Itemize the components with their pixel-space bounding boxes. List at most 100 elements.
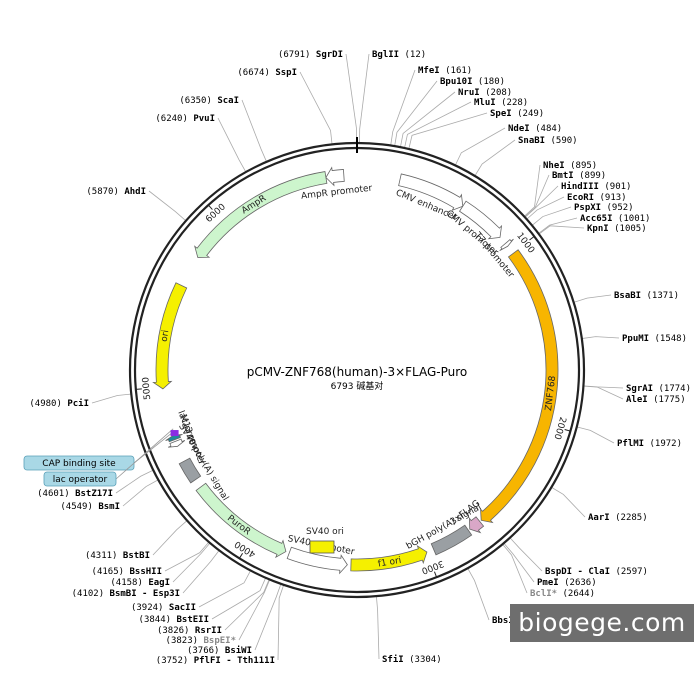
site-leader-line <box>467 568 490 621</box>
site-position: (3924) <box>131 603 169 613</box>
site-position: (6350) <box>179 96 217 106</box>
site-position: (3766) <box>187 646 225 656</box>
site-position: (3304) <box>404 655 442 665</box>
site-position: (1972) <box>644 439 682 449</box>
tick-mark <box>238 552 244 559</box>
site-name: AleI <box>626 395 648 405</box>
site-name: BssHII <box>129 567 162 577</box>
site-name: BsmBI - Esp3I <box>110 589 180 599</box>
site-leader-line <box>115 469 154 494</box>
site-position: (2644) <box>557 589 595 599</box>
site-name: EcoRI <box>567 193 594 203</box>
restriction-site-aari: AarI (2285) <box>588 513 648 523</box>
site-leader-line <box>182 550 220 594</box>
site-leader-line <box>224 579 270 631</box>
site-name: BstBI <box>123 551 150 561</box>
site-leader-lines <box>91 53 624 661</box>
site-position: (3752) <box>156 656 194 666</box>
lac-operator-label: lac operator <box>53 475 108 485</box>
site-leader-line <box>172 542 211 583</box>
restriction-site-bsmi: (4549) BsmI <box>60 502 120 512</box>
site-name: BbsI <box>492 616 514 626</box>
site-position: (899) <box>574 171 607 181</box>
site-position: (4601) <box>37 489 75 499</box>
site-position: (4165) <box>92 567 130 577</box>
ori-label: ori <box>160 329 172 342</box>
watermark: biogege.com <box>510 604 694 642</box>
f1-ori-feature <box>350 544 428 572</box>
site-leader-line <box>576 426 615 444</box>
site-position: (1005) <box>609 224 647 234</box>
site-leader-line <box>526 196 565 220</box>
site-leader-line <box>583 385 624 400</box>
site-name: SacII <box>169 603 196 613</box>
tick-mark <box>564 429 571 432</box>
site-name: MluI <box>474 98 496 108</box>
restriction-site-pflmi: PflMI (1972) <box>617 439 682 449</box>
site-position: (1775) <box>648 395 686 405</box>
site-leader-line <box>400 91 456 148</box>
site-position: (1001) <box>613 214 651 224</box>
plasmid-title: pCMV-ZNF768(human)-3×FLAG-Puro <box>247 365 468 379</box>
site-position: (208) <box>480 88 513 98</box>
site-position: (161) <box>440 66 473 76</box>
site-name: SgrAI <box>626 384 653 394</box>
site-leader-line <box>531 206 572 226</box>
tick-mark <box>433 571 438 578</box>
site-leader-line <box>217 117 247 173</box>
site-leader-line <box>122 479 159 507</box>
tick-mark <box>208 204 213 210</box>
site-position: (4549) <box>60 502 98 512</box>
site-name: PflFI - Tth111I <box>194 656 275 666</box>
site-leader-line <box>375 596 380 660</box>
flag-feature <box>468 516 485 534</box>
site-position: (2597) <box>610 567 648 577</box>
restriction-site-bspdi-clai: BspDI - ClaI (2597) <box>545 567 648 577</box>
restriction-site-ecori: EcoRI (913) <box>567 193 627 203</box>
restriction-site-sacii: (3924) SacII <box>131 603 196 613</box>
site-leader-line <box>509 537 543 572</box>
site-name: BstZ17I <box>75 489 113 499</box>
plasmid-size: 6793 碱基对 <box>331 380 384 392</box>
restriction-site-mfei: MfeI (161) <box>418 66 472 76</box>
site-leader-line <box>394 80 438 147</box>
site-position: (4311) <box>85 551 123 561</box>
restriction-site-bsshii: (4165) BssHII <box>92 567 162 577</box>
site-leader-line <box>241 99 267 162</box>
lac-promoter-feature <box>168 438 186 448</box>
site-position: (2285) <box>610 513 648 523</box>
restriction-site-bcli-: BclI* (2644) <box>530 589 595 599</box>
site-leader-line <box>502 543 528 594</box>
restriction-site-bsmbi-esp3i: (4102) BsmBI - Esp3I <box>72 589 180 599</box>
restriction-site-bpu10i: Bpu10I (180) <box>440 77 505 87</box>
site-name: NdeI <box>508 124 530 134</box>
site-leader-line <box>238 579 271 641</box>
restriction-site-sspi: (6674) SspI <box>237 68 297 78</box>
site-leader-line <box>474 139 516 177</box>
restriction-site-alei: AleI (1775) <box>626 395 686 405</box>
restriction-site-ndei: NdeI (484) <box>508 124 562 134</box>
site-position: (1774) <box>653 384 691 394</box>
restriction-site-sgrai: SgrAI (1774) <box>626 384 691 394</box>
sv40-ori-box <box>309 540 335 554</box>
restriction-site-scai: (6350) ScaI <box>179 96 239 106</box>
site-name: BsiWI <box>225 645 252 656</box>
site-position: (1548) <box>649 334 687 344</box>
restriction-site-kpni: KpnI (1005) <box>587 224 647 234</box>
restriction-site-sfii: SfiI (3304) <box>382 654 442 665</box>
site-position: (180) <box>473 77 506 87</box>
site-leader-line <box>148 190 187 222</box>
bgh-polya-feature <box>430 524 473 556</box>
site-name: SgrDI <box>316 50 343 60</box>
site-position: (5870) <box>86 187 124 197</box>
site-leader-line <box>254 583 282 651</box>
site-position: (1371) <box>641 291 679 301</box>
restriction-site-nhei: NheI (895) <box>543 161 597 171</box>
site-name: PmeI <box>537 578 559 588</box>
site-name: Bpu10I <box>440 77 473 87</box>
site-leader-line <box>503 542 535 583</box>
restriction-site-pmei: PmeI (2636) <box>537 578 597 588</box>
site-name: BsmI <box>98 502 120 512</box>
site-leader-line <box>408 112 488 150</box>
